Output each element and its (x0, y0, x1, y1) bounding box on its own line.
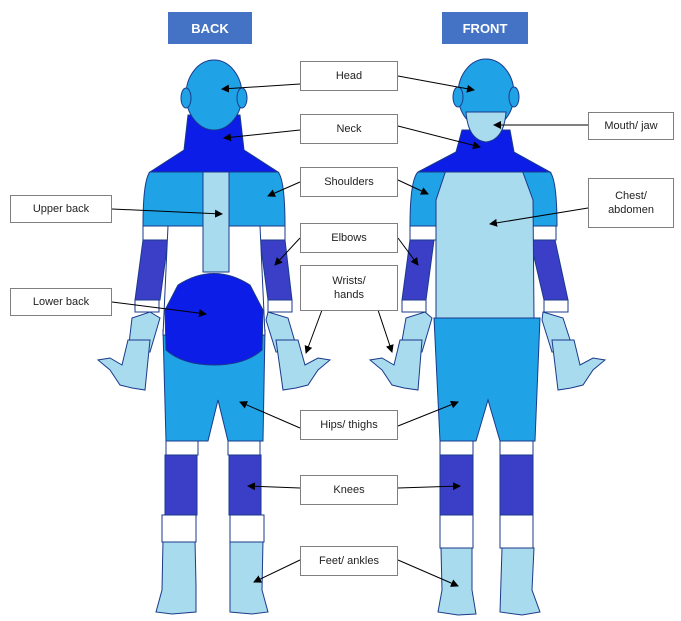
label-knees: Knees (300, 475, 398, 505)
label-upper-back: Upper back (10, 195, 112, 223)
back-right-knee-band (228, 441, 260, 455)
front-right-knee-band (500, 441, 533, 455)
back-right-wrist-band (268, 300, 292, 312)
label-neck: Neck (300, 114, 398, 144)
label-lower-back: Lower back (10, 288, 112, 316)
label-shoulders: Shoulders (300, 167, 398, 197)
back-left-hand (98, 340, 150, 390)
front-right-hand (552, 340, 605, 390)
back-right-elbow (260, 240, 292, 300)
back-right-knee (229, 455, 261, 515)
label-mouth-jaw: Mouth/ jaw (588, 112, 674, 140)
front-right-shin-band (500, 515, 533, 548)
front-right-elbow-band (530, 226, 556, 240)
front-right-elbow (530, 240, 568, 300)
back-right-elbow-band (259, 226, 285, 240)
back-left-elbow (135, 240, 168, 300)
front-left-hand (370, 340, 422, 390)
back-left-knee-band (166, 441, 198, 455)
front-left-elbow (402, 240, 434, 300)
back-lower-back (165, 274, 263, 366)
label-chest-abdomen: Chest/abdomen (588, 178, 674, 228)
front-right-wrist-band (544, 300, 568, 312)
front-right-knee (500, 455, 533, 515)
back-right-ear (237, 88, 247, 108)
back-upper-back (203, 172, 229, 272)
arrow-wrists-front (378, 310, 392, 352)
front-left-elbow-band (410, 226, 436, 240)
back-right-foot (230, 540, 268, 614)
label-head: Head (300, 61, 398, 91)
front-left-shin-band (440, 515, 473, 548)
front-left-wrist-band (402, 300, 426, 312)
back-left-elbow-band (143, 226, 169, 240)
front-right-foot (500, 548, 540, 615)
front-left-knee (440, 455, 473, 515)
back-left-ear (181, 88, 191, 108)
front-left-foot (438, 548, 476, 615)
back-left-knee (165, 455, 197, 515)
front-hips-thighs (434, 318, 540, 441)
label-elbows: Elbows (300, 223, 398, 253)
front-figure (370, 59, 605, 615)
label-hips-thighs: Hips/ thighs (300, 410, 398, 440)
back-head (186, 60, 242, 130)
label-feet-ankles: Feet/ ankles (300, 546, 398, 576)
back-left-foot (156, 540, 196, 614)
front-left-knee-band (440, 441, 473, 455)
front-left-ear (453, 87, 463, 107)
arrow-wrists-back (306, 310, 322, 353)
back-left-shin-band (162, 515, 196, 542)
back-right-shin-band (230, 515, 264, 542)
front-right-ear (509, 87, 519, 107)
label-wrists-hands: Wrists/hands (300, 265, 398, 311)
back-right-hand (276, 340, 330, 390)
back-figure (98, 60, 330, 614)
front-chest-abdomen (436, 170, 534, 318)
